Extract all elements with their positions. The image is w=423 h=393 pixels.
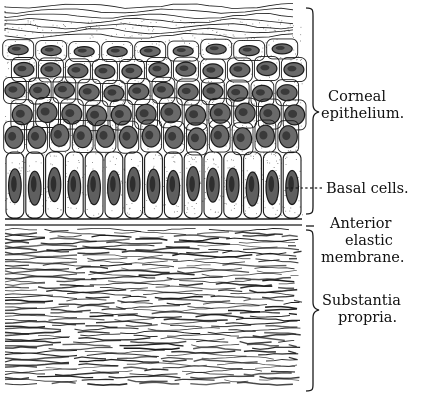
basal-columnar-cells — [6, 152, 301, 218]
label-corneal-line1: Corneal — [328, 89, 386, 105]
tissue-section-illustration — [3, 3, 307, 385]
label-anterior-elastic-membrane: Anterior elastic membrane. — [321, 216, 404, 266]
label-corneal-line2: epithelium. — [321, 106, 404, 122]
label-anterior-line1: Anterior — [329, 216, 392, 232]
label-basal-cells: Basal cells. — [326, 181, 409, 197]
brace-corneal-epithelium — [306, 8, 319, 214]
superficial-squamous-cells — [5, 3, 293, 38]
anterior-elastic-membrane — [5, 219, 302, 225]
substantia-propria-fibers — [5, 228, 302, 385]
brace-substantia-propria — [306, 230, 319, 391]
label-substantia-propria: Substantia propria. — [322, 293, 401, 326]
label-corneal-epithelium: Corneal epithelium. — [321, 89, 404, 122]
polyhedral-cells — [3, 39, 307, 155]
label-anterior-line2: elastic — [345, 233, 393, 249]
label-substantia-line1: Substantia — [322, 293, 401, 309]
label-substantia-line2: propria. — [338, 310, 397, 326]
label-anterior-line3: membrane. — [321, 250, 404, 266]
